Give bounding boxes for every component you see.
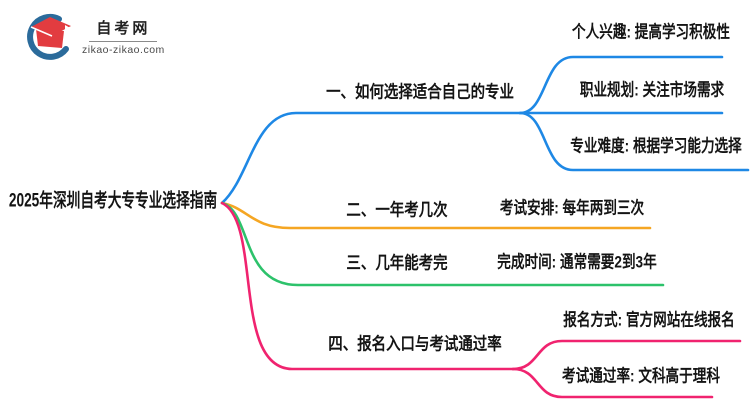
- branch-3-child-0-node: 完成时间: 通常需要2到3年: [497, 252, 657, 272]
- branch-1-child-top-line: [518, 55, 724, 115]
- branch-1-child-0-node: 个人兴趣: 提高学习积极性: [572, 22, 730, 42]
- branch-1-child-bottom-line: [518, 111, 750, 172]
- branch-4-node: 四、报名入口与考试通过率: [328, 334, 502, 354]
- branch-2-line: [220, 201, 652, 230]
- site-logo: 自考网 zikao-zikao.com: [26, 12, 165, 60]
- branch-1-child-1-node: 职业规划: 关注市场需求: [579, 80, 725, 100]
- branch-3-node: 三、几年能考完: [346, 253, 448, 273]
- branch-2-node: 二、一年考几次: [346, 200, 448, 220]
- branch-1-line: [220, 111, 724, 205]
- graduation-cap-icon: [27, 13, 72, 60]
- branch-4-line: [220, 201, 515, 371]
- branch-2-child-0-node: 考试安排: 每年两到三次: [499, 198, 645, 218]
- branch-4-child-1-node: 考试通过率: 文科高于理科: [562, 366, 720, 386]
- branch-4-child-0-node: 报名方式: 官方网站在线报名: [563, 310, 735, 330]
- logo-text: 自考网 zikao-zikao.com: [82, 17, 165, 56]
- branch-1-node: 一、如何选择适合自己的专业: [326, 82, 514, 102]
- root-node: 2025年深圳自考大专专业选择指南: [8, 190, 218, 212]
- branch-1-child-2-node: 专业难度: 根据学习能力选择: [570, 136, 742, 156]
- logo-title: 自考网: [96, 19, 151, 37]
- branch-4-child-bottom-line: [511, 367, 714, 399]
- logo-divider: [89, 40, 158, 42]
- branch-4-child-top-line: [511, 339, 742, 371]
- logo-url: zikao-zikao.com: [82, 43, 165, 56]
